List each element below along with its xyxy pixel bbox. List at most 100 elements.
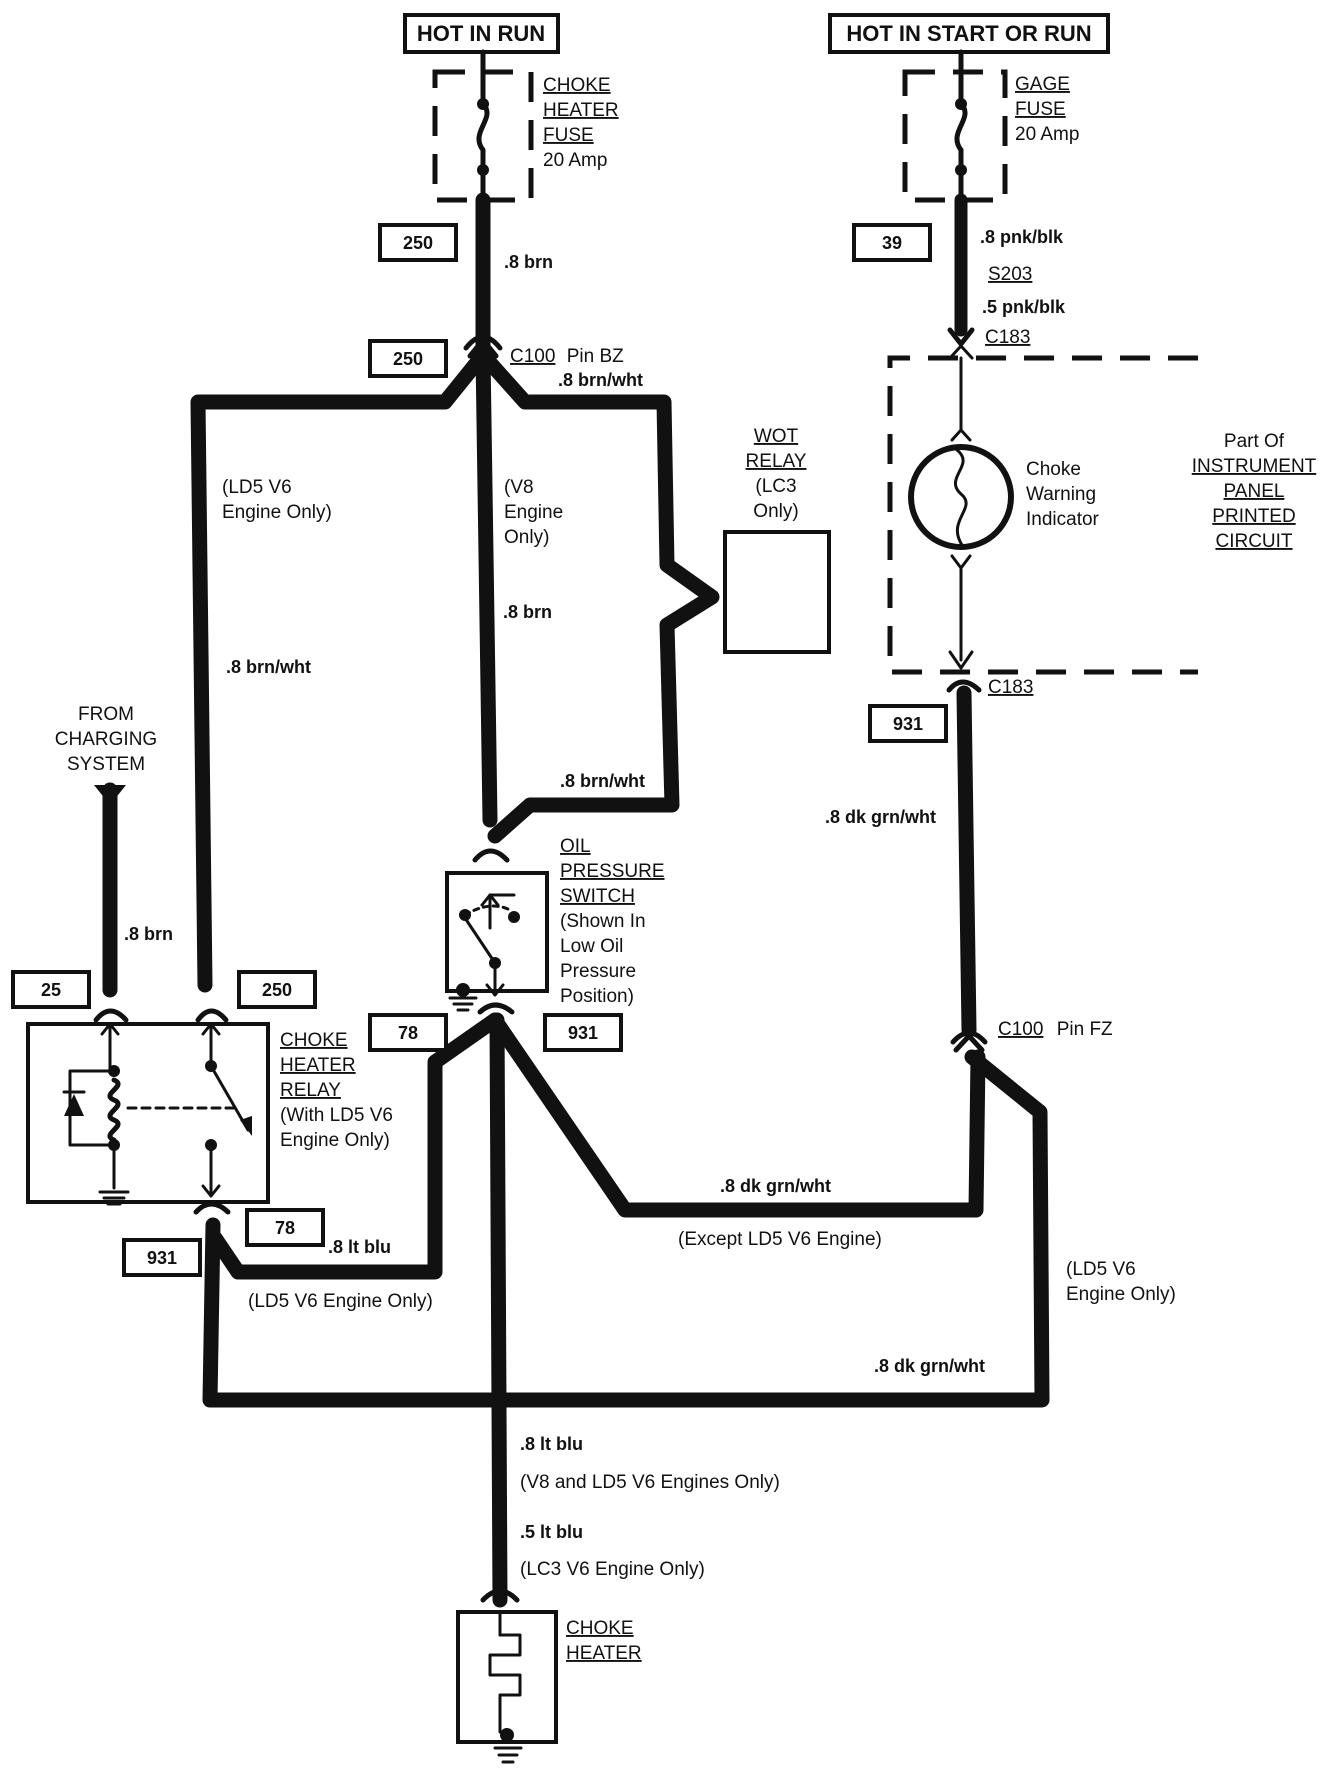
svg-text:CHOKE: CHOKE xyxy=(566,1618,634,1639)
note-lc3-only: (LC3 V6 Engine Only) xyxy=(520,1559,705,1580)
circuit-number-250-top: 250 xyxy=(378,223,458,262)
svg-text:PANEL: PANEL xyxy=(1224,481,1285,502)
wire-harness xyxy=(102,192,1050,1608)
svg-text:Warning: Warning xyxy=(1026,484,1096,505)
svg-text:PRINTED: PRINTED xyxy=(1212,506,1295,527)
hot-in-run-header: HOT IN RUN xyxy=(403,13,560,54)
svg-text:931: 931 xyxy=(893,714,923,734)
svg-text:CIRCUIT: CIRCUIT xyxy=(1215,531,1292,552)
svg-text:OIL: OIL xyxy=(560,836,591,857)
connector-oil-switch-top xyxy=(472,848,510,863)
svg-text:Position): Position) xyxy=(560,986,634,1007)
choke-heater xyxy=(456,1610,558,1764)
connector-label-c183-bottom: C183 xyxy=(988,677,1033,698)
hot-in-start-or-run-header: HOT IN START OR RUN xyxy=(828,13,1110,54)
svg-text:20 Amp: 20 Amp xyxy=(1015,124,1079,145)
charging-system-arrow xyxy=(94,785,126,805)
svg-text:WOT: WOT xyxy=(754,426,799,447)
svg-text:Low Oil: Low Oil xyxy=(560,936,623,957)
instrument-panel-label: Part Of INSTRUMENT PANEL PRINTED CIRCUIT xyxy=(1192,431,1317,552)
circuit-number-25: 25 xyxy=(11,970,91,1009)
choke-heater-relay-label: CHOKE HEATER RELAY (With LD5 V6 Engine O… xyxy=(280,1030,393,1151)
connector-c183-top xyxy=(947,327,975,360)
svg-text:(With LD5 V6: (With LD5 V6 xyxy=(280,1105,393,1126)
wire-label-brn-top: .8 brn xyxy=(504,252,553,272)
svg-text:39: 39 xyxy=(882,233,902,253)
svg-text:931: 931 xyxy=(147,1248,177,1268)
svg-text:HEATER: HEATER xyxy=(566,1643,642,1664)
note-ld5-only-left-2: Engine Only) xyxy=(222,502,332,523)
svg-text:20 Amp: 20 Amp xyxy=(543,150,607,171)
svg-text:250: 250 xyxy=(403,233,433,253)
circuit-number-931-right: 931 xyxy=(868,704,948,743)
note-ld5-only-right-1: (LD5 V6 xyxy=(1066,1259,1136,1280)
choke-heater-fuse-label: CHOKE HEATER FUSE 20 Amp xyxy=(543,75,619,171)
connector-label-c100-bz: C100 Pin BZ xyxy=(510,346,624,367)
choke-warning-indicator-label: Choke Warning Indicator xyxy=(1026,459,1100,530)
svg-text:CHARGING: CHARGING xyxy=(55,729,157,750)
connector-oil-switch-bottom xyxy=(477,1002,515,1015)
wire-label-dk-grn-wht-mid: .8 dk grn/wht xyxy=(720,1176,831,1196)
note-v8-only-2: Engine xyxy=(504,502,563,523)
note-v8-only-1: (V8 xyxy=(504,477,534,498)
svg-text:GAGE: GAGE xyxy=(1015,74,1070,95)
wire-label-dk-grn-wht-bottom: .8 dk grn/wht xyxy=(874,1356,985,1376)
svg-text:Pressure: Pressure xyxy=(560,961,636,982)
svg-text:HOT IN RUN: HOT IN RUN xyxy=(417,21,545,46)
wire-label-brn-charging: .8 brn xyxy=(124,924,173,944)
connector-choke-heater xyxy=(480,1588,520,1603)
svg-text:FUSE: FUSE xyxy=(1015,99,1066,120)
svg-text:INSTRUMENT: INSTRUMENT xyxy=(1192,456,1317,477)
svg-text:931: 931 xyxy=(568,1023,598,1043)
svg-text:HEATER: HEATER xyxy=(543,100,619,121)
svg-text:SWITCH: SWITCH xyxy=(560,886,635,907)
wire-label-brn-wht-top: .8 brn/wht xyxy=(558,370,643,390)
wot-relay xyxy=(723,530,831,654)
wire-label-lt-blu-8: .8 lt blu xyxy=(520,1434,583,1454)
wire-label-brn-wht-lower: .8 brn/wht xyxy=(560,771,645,791)
wire-label-brn-wht-left: .8 brn/wht xyxy=(226,657,311,677)
circuit-number-931-relay: 931 xyxy=(122,1238,202,1277)
instrument-panel-circuit xyxy=(887,355,1198,675)
circuit-number-250-mid: 250 xyxy=(368,339,448,378)
choke-heater-relay xyxy=(26,1008,270,1215)
wire-label-dk-grn-wht-right: .8 dk grn/wht xyxy=(825,807,936,827)
wire-label-lt-blu-relay: .8 lt blu xyxy=(328,1237,391,1257)
svg-text:(Shown In: (Shown In xyxy=(560,911,646,932)
connector-c100-bz xyxy=(463,334,503,359)
oil-pressure-switch-label: OIL PRESSURE SWITCH (Shown In Low Oil Pr… xyxy=(560,836,665,1007)
circuit-number-250-relay: 250 xyxy=(237,970,317,1009)
svg-text:CHOKE: CHOKE xyxy=(280,1030,348,1051)
svg-text:HEATER: HEATER xyxy=(280,1055,356,1076)
svg-text:250: 250 xyxy=(393,349,423,369)
note-ld5-only-right-2: Engine Only) xyxy=(1066,1284,1176,1305)
connector-c183-bottom xyxy=(946,650,982,693)
from-charging-system-label: FROM CHARGING SYSTEM xyxy=(55,704,157,775)
connector-c100-fz xyxy=(950,1030,988,1053)
note-ld5-only-relay: (LD5 V6 Engine Only) xyxy=(248,1291,433,1312)
svg-text:Indicator: Indicator xyxy=(1026,509,1100,530)
svg-text:Only): Only) xyxy=(753,501,798,522)
svg-text:FROM: FROM xyxy=(78,704,134,725)
svg-text:250: 250 xyxy=(262,980,292,1000)
svg-text:PRESSURE: PRESSURE xyxy=(560,861,665,882)
svg-text:78: 78 xyxy=(398,1023,418,1043)
circuit-number-39: 39 xyxy=(852,223,932,262)
wot-relay-label: WOT RELAY (LC3 Only) xyxy=(746,426,807,522)
circuit-number-78-mid: 78 xyxy=(368,1013,448,1052)
oil-pressure-switch xyxy=(445,871,549,1012)
circuit-number-931-mid: 931 xyxy=(543,1013,623,1052)
wire-labels: .8 brn .8 brn/wht .8 pnk/blk S203 .5 pnk… xyxy=(124,227,1066,1542)
circuit-number-78-relay: 78 xyxy=(245,1208,325,1247)
note-ld5-only-left-1: (LD5 V6 xyxy=(222,477,292,498)
note-v8-only-3: Only) xyxy=(504,527,549,548)
wire-label-pnk-blk-8: .8 pnk/blk xyxy=(980,227,1064,247)
wire-label-brn-v8: .8 brn xyxy=(503,602,552,622)
choke-heater-fuse xyxy=(432,49,534,203)
svg-text:FUSE: FUSE xyxy=(543,125,594,146)
svg-text:RELAY: RELAY xyxy=(746,451,807,472)
splice-s203: S203 xyxy=(988,264,1032,285)
svg-text:Part Of: Part Of xyxy=(1224,431,1285,452)
wire-label-pnk-blk-5: .5 pnk/blk xyxy=(982,297,1066,317)
